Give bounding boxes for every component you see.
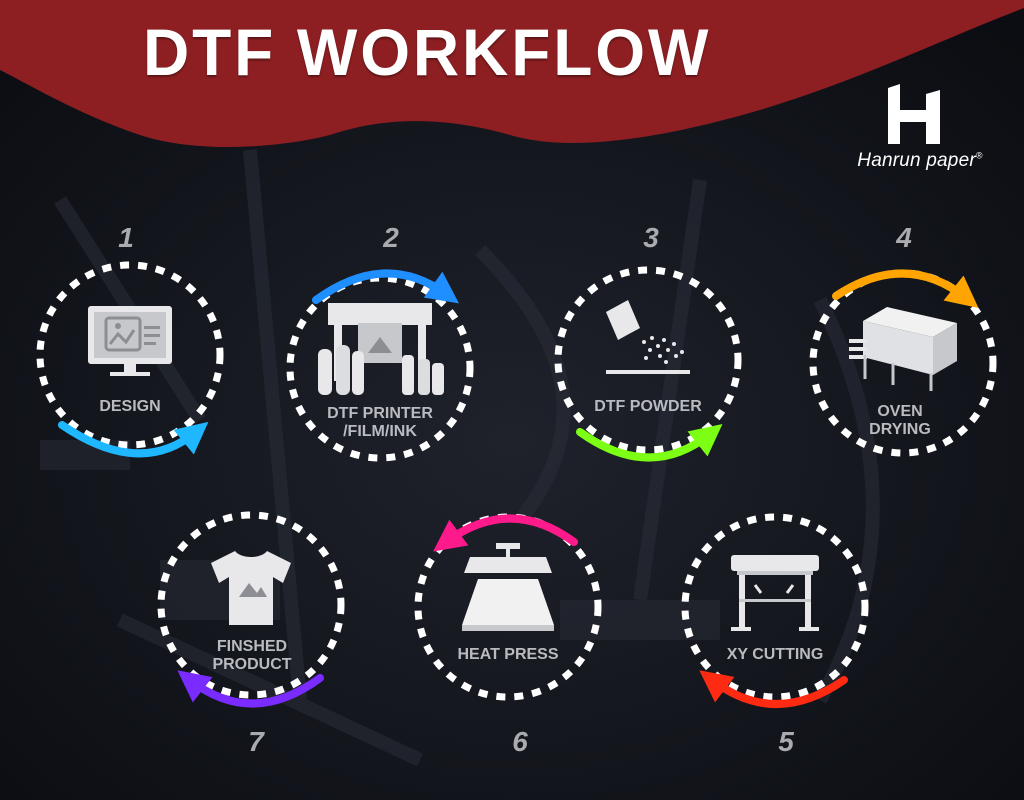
page-title: DTF WORKFLOW bbox=[143, 15, 712, 89]
step-1-number: 1 bbox=[118, 222, 134, 253]
step-7-label: FINSHED PRODUCT bbox=[162, 638, 342, 674]
step-6-ring bbox=[414, 513, 602, 701]
step-5-ring bbox=[681, 513, 869, 701]
hanrun-logo-icon bbox=[888, 84, 940, 144]
step-2-arrow bbox=[312, 269, 459, 304]
step-4-arrow bbox=[832, 269, 979, 308]
step-4-label-line-1: OVEN bbox=[877, 403, 923, 420]
brand-name-text: Hanrun paper bbox=[857, 150, 976, 171]
step-7-arrow bbox=[177, 670, 324, 708]
step-6-label: HEAT PRESS bbox=[418, 646, 598, 664]
step-6-number: 6 bbox=[512, 726, 528, 757]
step-1-arrow bbox=[58, 421, 209, 458]
step-3-label-line-1: DTF POWDER bbox=[594, 398, 702, 415]
brand-name: Hanrun paper® bbox=[830, 150, 1010, 172]
step-3-ring bbox=[554, 266, 742, 454]
step-5-number: 5 bbox=[778, 726, 794, 757]
step-1-label: DESIGN bbox=[40, 398, 220, 416]
step-3-arrow bbox=[576, 424, 723, 462]
step-6-arrow bbox=[433, 514, 578, 552]
step-1-ring bbox=[36, 261, 224, 449]
cutter-icon bbox=[731, 555, 819, 631]
step-5-label: XY CUTTING bbox=[685, 646, 865, 664]
printer-film-ink-icon bbox=[318, 303, 444, 395]
step-2-label: DTF PRINTER /FILM/INK bbox=[290, 405, 470, 441]
step-4-label: OVEN DRYING bbox=[810, 403, 990, 439]
step-3-number: 3 bbox=[643, 222, 659, 253]
step-7-number: 7 bbox=[248, 726, 264, 757]
step-3-label: DTF POWDER bbox=[558, 398, 738, 416]
step-7-label-line-2: PRODUCT bbox=[212, 656, 292, 673]
step-1-label-line-1: DESIGN bbox=[99, 398, 161, 415]
step-5-arrow bbox=[699, 670, 848, 708]
step-2-label-line-1: DTF PRINTER bbox=[327, 405, 433, 422]
title-banner bbox=[0, 0, 1024, 148]
step-4-ring bbox=[809, 269, 997, 457]
brand-logo: Hanrun paper® bbox=[830, 84, 1010, 184]
registered-mark: ® bbox=[975, 150, 983, 161]
step-6-label-line-1: HEAT PRESS bbox=[457, 646, 559, 663]
oven-icon bbox=[849, 307, 957, 391]
design-monitor-icon bbox=[88, 306, 172, 376]
step-2-number: 2 bbox=[383, 222, 399, 253]
step-7-label-line-1: FINSHED bbox=[216, 638, 288, 655]
heat-press-icon bbox=[462, 543, 554, 631]
step-7-ring bbox=[157, 511, 345, 699]
step-4-label-line-2: DRYING bbox=[869, 421, 931, 438]
step-2-ring bbox=[286, 274, 474, 462]
powder-icon bbox=[606, 300, 690, 374]
step-4-number: 4 bbox=[896, 222, 912, 253]
step-5-label-line-1: XY CUTTING bbox=[726, 646, 824, 663]
step-2-label-line-2: /FILM/INK bbox=[343, 423, 417, 440]
tshirt-icon bbox=[211, 551, 291, 625]
